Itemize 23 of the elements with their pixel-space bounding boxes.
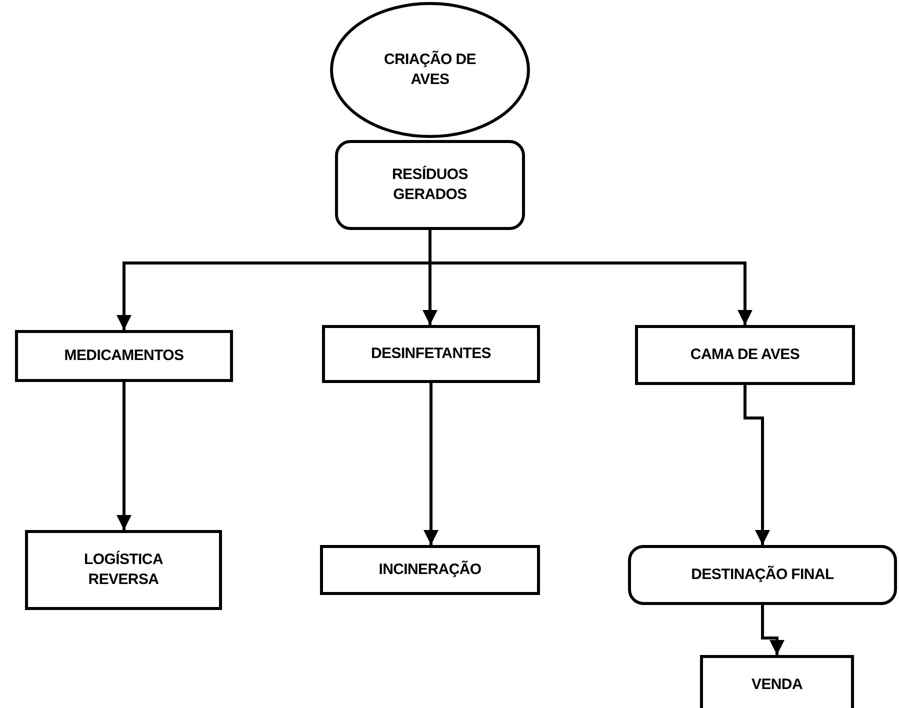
- arrow: [424, 383, 438, 545]
- node-label: LOGÍSTICA REVERSA: [83, 550, 164, 590]
- rounded-process-box: [335, 140, 525, 230]
- arrow: [761, 605, 784, 655]
- node-label: CAMA DE AVES: [690, 345, 800, 365]
- node-label: RESÍDUOS GERADOS: [391, 165, 469, 205]
- start-ellipse: [330, 2, 530, 138]
- rounded-process-box: [628, 545, 897, 605]
- arrow: [744, 385, 770, 545]
- arrow: [428, 230, 752, 325]
- arrow: [116, 382, 132, 530]
- process-box: [320, 545, 540, 595]
- node-label: DESTINAÇÃO FINAL: [691, 565, 834, 585]
- process-box: [25, 530, 222, 610]
- process-box: [635, 325, 855, 385]
- node-label: CRIAÇÃO DE AVES: [382, 50, 477, 90]
- node-label: DESINFETANTES: [371, 344, 491, 364]
- node-label: INCINERAÇÃO: [378, 560, 482, 580]
- process-box: [700, 655, 854, 708]
- process-box: [322, 325, 540, 383]
- node-label: MEDICAMENTOS: [64, 346, 184, 366]
- process-box: [15, 330, 233, 382]
- node-label: VENDA: [751, 675, 802, 695]
